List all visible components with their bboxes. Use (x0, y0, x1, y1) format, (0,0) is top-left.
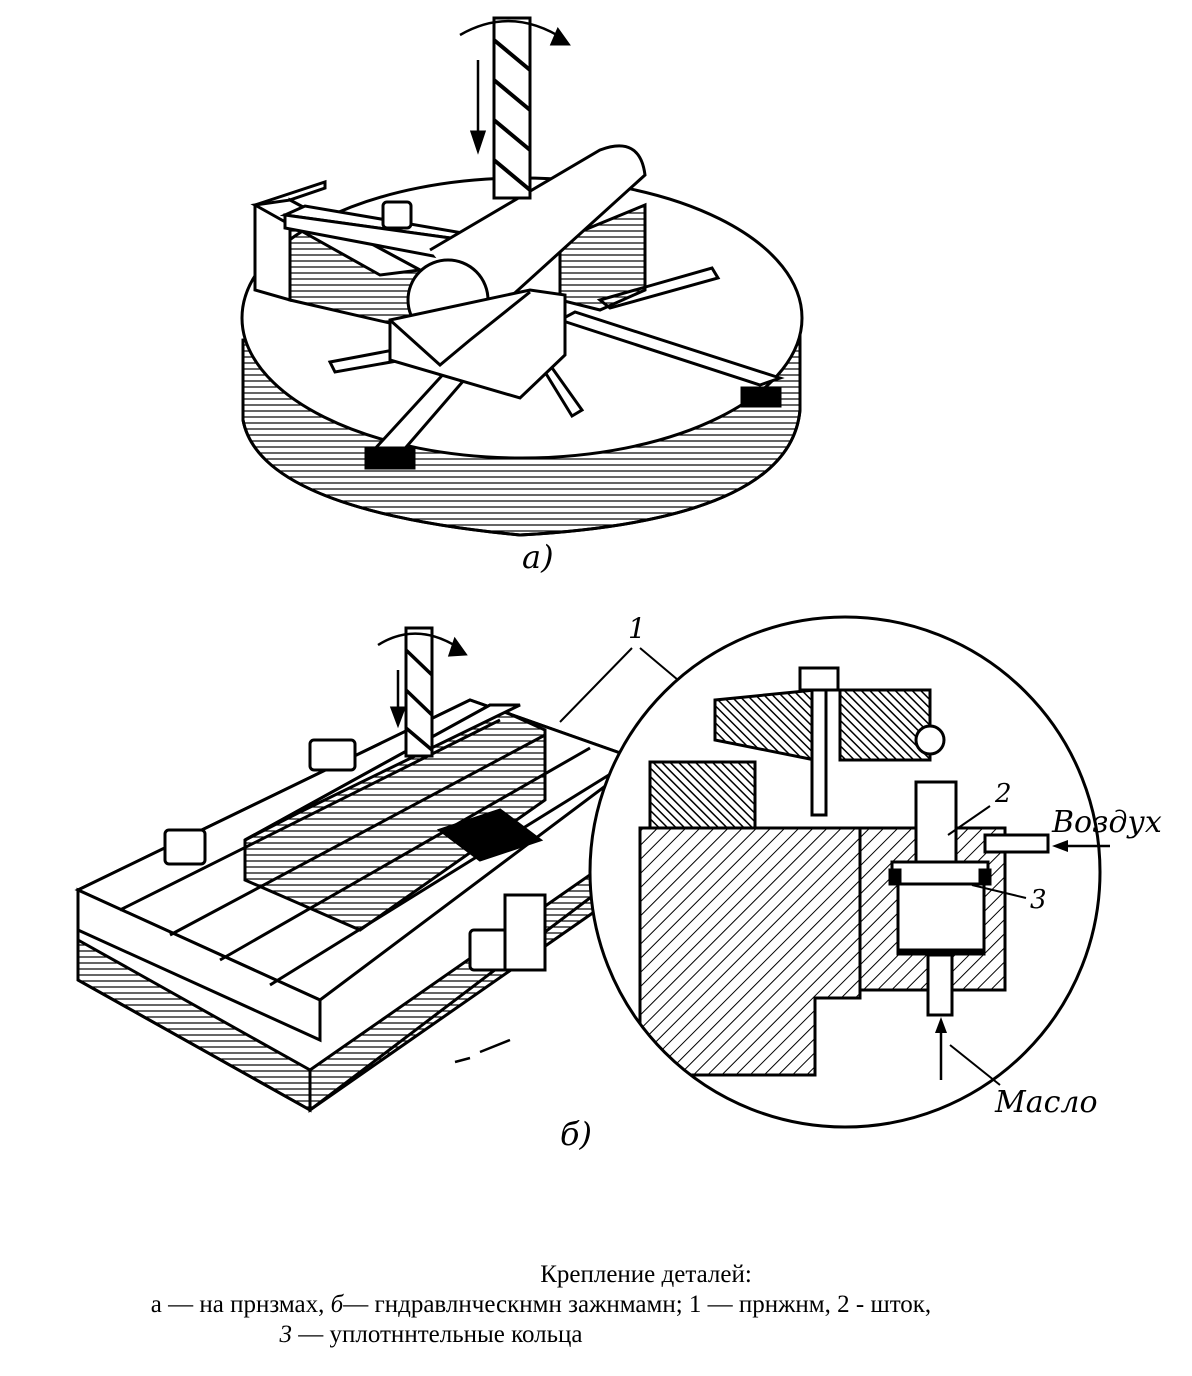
figure-a-rotary-table (240, 16, 804, 537)
caption-line-3: 3 — уплотннтельные кольца (0, 1320, 1192, 1350)
oil-label: Масло (994, 1085, 1098, 1120)
caption-b-text: — гндравлнческнмн зажнмамн; 1 — прнжнм, … (343, 1291, 932, 1318)
detail-circle (588, 615, 1102, 1129)
callout-3: 3 (1030, 885, 1047, 915)
label-a: а) (522, 538, 554, 576)
caption-title: Крепление деталей: (540, 1261, 752, 1288)
label-b: б) (560, 1115, 592, 1153)
callout-1: 1 (628, 612, 646, 645)
callout-2-leader (947, 805, 991, 836)
caption-line-2: а — на прнзмах, б— гндравлнческнмн зажнм… (0, 1290, 1192, 1320)
figure-caption: Крепление деталей: а — на прнзмах, б— гн… (0, 1260, 1192, 1350)
air-label: Воздух (1051, 805, 1162, 840)
callout-3-leader (971, 884, 1027, 899)
figure-b-machine-table (74, 626, 644, 1113)
callout-2: 2 (994, 779, 1012, 809)
caption-b-letter: б (330, 1291, 344, 1318)
figure-drawing: а) б) 1 (74, 16, 1162, 1153)
oil-leader (949, 1044, 1001, 1086)
caption-3-text: — уплотннтельные кольца (298, 1321, 583, 1348)
caption-a-text: — на прнзмах, (168, 1291, 325, 1318)
caption-3-number: 3 (279, 1321, 292, 1348)
caption-a-letter: а (150, 1291, 162, 1318)
